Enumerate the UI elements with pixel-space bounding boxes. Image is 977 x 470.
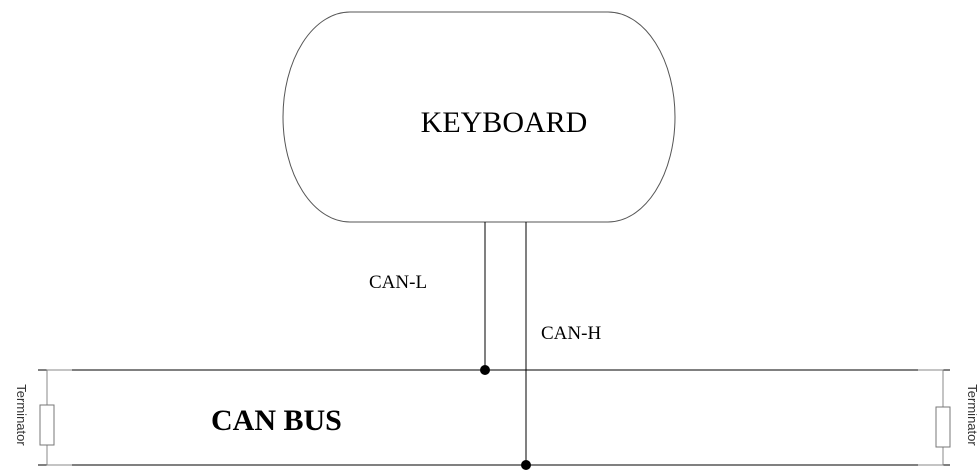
can-l-label: CAN-L bbox=[369, 272, 427, 293]
keyboard-node bbox=[282, 11, 676, 223]
can-bus-label: CAN BUS bbox=[211, 404, 342, 437]
terminator-left-resistor bbox=[39, 404, 55, 446]
keyboard-label: KEYBOARD bbox=[421, 106, 588, 139]
terminator-right-resistor bbox=[935, 406, 951, 448]
terminator-right-label: Terminator bbox=[965, 384, 977, 446]
can-h-label: CAN-H bbox=[541, 323, 601, 344]
terminator-left-label: Terminator bbox=[14, 384, 29, 446]
